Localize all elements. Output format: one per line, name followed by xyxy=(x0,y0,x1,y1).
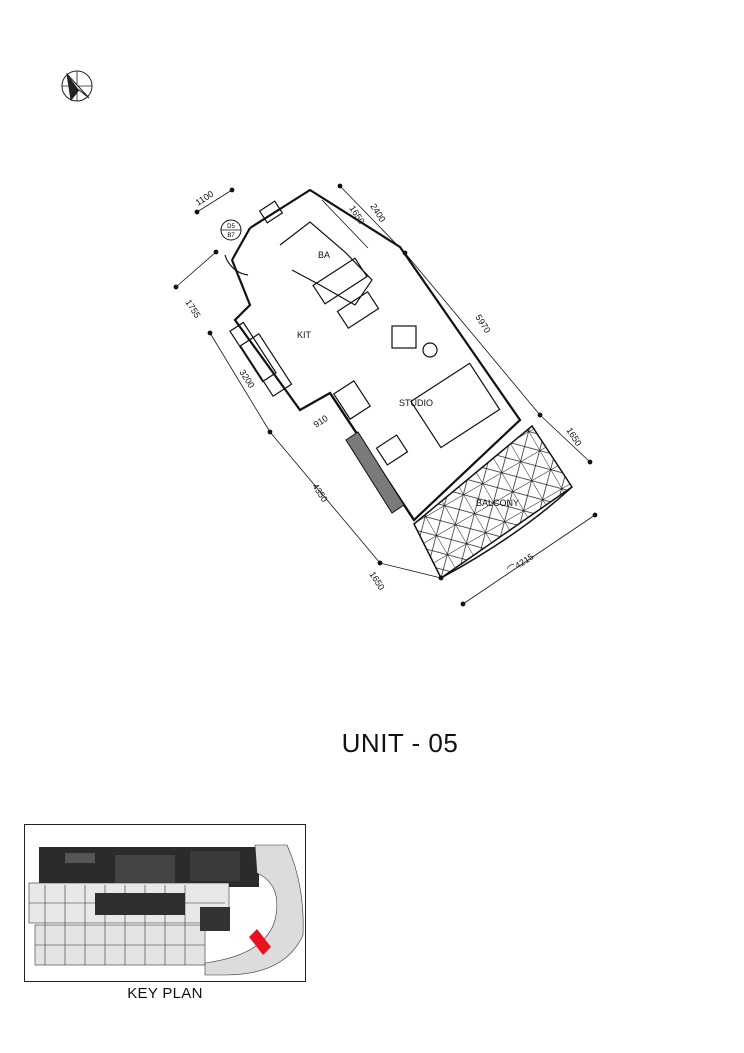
dimension-1100: 1100 xyxy=(194,189,216,208)
north-arrow-icon xyxy=(61,70,93,102)
section-tag-bottom: B7 xyxy=(227,233,235,239)
section-tag-top: D5 xyxy=(227,224,235,230)
room-label-studio: STUDIO xyxy=(399,398,433,408)
unit-highlight xyxy=(249,929,271,955)
room-label-kit: KIT xyxy=(297,330,312,340)
unit-title: UNIT - 05 xyxy=(341,728,459,758)
glazing-panel xyxy=(345,431,405,514)
room-label-ba: BA xyxy=(318,250,330,260)
section-tag: D5 B7 xyxy=(220,219,242,241)
dimension-5970: 5970 xyxy=(473,313,492,335)
dimension-2400: 2400 xyxy=(368,202,387,224)
dimension-1650-bottom: 1650 xyxy=(367,570,386,592)
key-plan-label: KEY PLAN xyxy=(127,985,203,1002)
dimension-910: 910 xyxy=(312,413,330,430)
dimension-1650-right: 1650 xyxy=(564,426,583,448)
key-plan xyxy=(24,824,306,982)
dimension-3200: 3200 xyxy=(237,368,256,390)
dimension-1755: 1755 xyxy=(183,298,202,320)
room-label-balcony: BALCONY xyxy=(476,498,519,508)
dimension-4350: 4350 xyxy=(310,482,329,504)
dimension-4215: ⌒4215 xyxy=(506,551,536,575)
key-plan-drawing xyxy=(28,844,304,976)
